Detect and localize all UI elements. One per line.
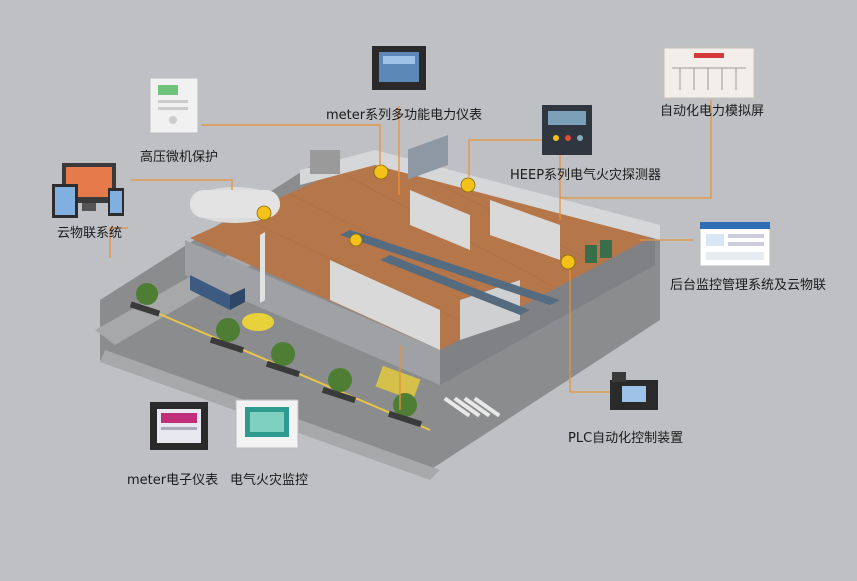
electrical-cabinets (585, 240, 612, 263)
cart (375, 365, 421, 401)
label-meter-multi: meter系列多功能电力仪表 (326, 108, 483, 123)
fire-monitor-icon (235, 399, 299, 449)
monitoring-screen-icon (699, 221, 771, 267)
building-outer-wall-left (185, 240, 440, 385)
partition-1 (260, 232, 265, 303)
sensor-markers (256, 164, 576, 270)
trees (136, 283, 417, 417)
tree-planters (129, 301, 423, 428)
label-fire-monitor: 电气火灾监控 (230, 473, 309, 488)
building-outer-wall-right (440, 235, 655, 385)
simulation-panel-icon (663, 47, 755, 99)
label-iot: 云物联系统 (57, 226, 123, 241)
fire-detector-icon (542, 105, 592, 155)
partition-2 (330, 260, 440, 350)
label-heep: HEEP系列电气火灾探测器 (510, 168, 662, 183)
conveyor-lines (340, 230, 560, 315)
power-meter-icon (372, 46, 426, 90)
relay-device-icon (149, 77, 199, 134)
transformer (310, 150, 340, 174)
label-backend: 后台监控管理系统及云物联 (670, 278, 827, 293)
partition-3 (410, 190, 470, 250)
cloud-devices-icon (52, 163, 124, 218)
label-meter-elec: meter电子仪表 (127, 473, 219, 488)
label-plc: PLC自动化控制装置 (568, 431, 684, 446)
partition-4 (490, 200, 560, 260)
truck (190, 275, 245, 310)
connector-lines (109, 100, 712, 410)
crosswalk (443, 396, 501, 418)
plc-device-icon (610, 372, 658, 410)
label-sim-screen: 自动化电力模拟屏 (660, 104, 765, 119)
car (242, 313, 274, 331)
label-relay: 高压微机保护 (140, 150, 219, 165)
storage-rack (408, 134, 448, 180)
electronic-meter-icon (150, 402, 208, 450)
